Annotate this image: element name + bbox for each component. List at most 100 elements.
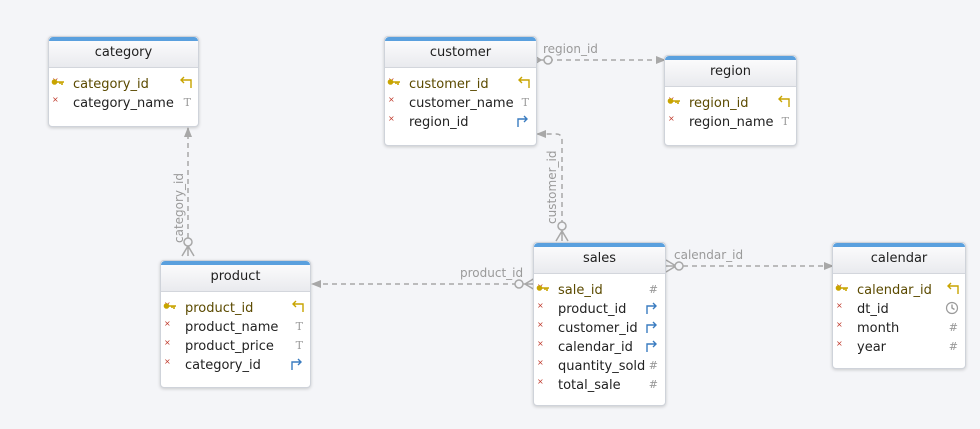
column-name: product_id [185,301,254,316]
optional-circle-customer-region [543,55,553,65]
not-null-mark-icon: × [388,95,395,104]
column-name: product_price [185,339,274,354]
column-name: customer_id [409,77,489,92]
column-list: ×product_id×product_nameT×product_priceT… [161,292,310,375]
column-list: ×region_id× region_name T [665,87,796,132]
primary-key-return-icon [947,282,959,294]
column-row[interactable]: ×month# [833,319,965,338]
column-row[interactable]: × category_id [161,356,310,375]
edge-label-calendar-id: calendar_id [674,248,744,262]
entity-region[interactable]: region ×region_id× region_name T [664,55,797,146]
text-type-icon: T [781,115,789,128]
column-row[interactable]: × total_sale # [534,376,665,395]
entity-title: category [49,37,198,68]
edge-sales-customer [536,130,563,225]
column-row[interactable]: ×quantity_sold# [534,357,665,376]
column-row[interactable]: ×region_id [385,113,536,132]
column-name: year [857,340,887,355]
column-name: product_name [185,320,279,335]
not-null-mark-icon: × [836,339,843,348]
column-name: customer_name [409,96,514,111]
optional-circle-sales-product [514,279,524,289]
not-null-mark-icon: × [836,320,843,329]
entity-title: region [665,56,796,87]
entity-title: customer [385,37,536,68]
optional-circle-product-category [183,237,193,247]
foreign-key-arrow-icon [646,321,657,333]
primary-key-icon [163,303,176,309]
column-row[interactable]: ×calendar_id [534,338,665,357]
primary-key-icon [667,98,680,104]
column-row[interactable]: ×region_id [665,94,796,113]
text-type-icon: T [521,96,529,109]
entity-category[interactable]: category ×category_id× category_name T [48,36,199,127]
column-row[interactable]: × dt_id [833,300,965,319]
not-null-mark-icon: × [537,301,544,310]
entity-product[interactable]: product ×product_id×product_nameT×produc… [160,260,311,388]
edge-label-region-id: region_id [543,42,598,56]
column-name: calendar_id [857,283,932,298]
entity-title: sales [534,243,665,274]
column-name: product_id [558,302,627,317]
column-name: total_sale [558,378,621,393]
entity-title: calendar [833,243,965,274]
not-null-mark-icon: × [537,358,544,367]
column-list: ×customer_id× customer_name T ×region_id [385,68,536,132]
column-name: customer_id [558,321,638,336]
column-row[interactable]: ×calendar_id [833,281,965,300]
not-null-mark-icon: × [164,357,171,366]
crowfoot-sales-customer [555,229,569,242]
not-null-mark-icon: × [537,320,544,329]
entity-sales[interactable]: sales ×sale_id#×product_id×customer_id×c… [533,242,666,406]
not-null-mark-icon: × [164,319,171,328]
entity-title: product [161,261,310,292]
clock-type-icon [945,301,959,315]
primary-key-return-icon [292,300,304,312]
column-row[interactable]: × product_id [534,300,665,319]
number-type-icon: # [648,359,658,372]
text-type-icon: T [295,320,303,333]
edge-label-product-id: product_id [460,266,524,280]
entity-calendar[interactable]: calendar ×calendar_id×dt_id×month#×year# [832,242,966,369]
column-row[interactable]: × year # [833,338,965,357]
primary-key-icon [835,285,848,291]
not-null-mark-icon: × [668,114,675,123]
primary-key-icon [536,285,549,291]
column-name: calendar_id [558,340,633,355]
column-list: ×calendar_id×dt_id×month#×year# [833,274,965,357]
number-type-icon: # [948,321,958,334]
text-type-icon: T [183,96,191,109]
primary-key-return-icon [180,76,192,88]
column-row[interactable]: ×product_id [161,299,310,318]
column-list: ×sale_id#×product_id×customer_id×calenda… [534,274,665,395]
edge-label-category-id: category_id [172,173,186,243]
column-name: category_id [185,358,261,373]
column-row[interactable]: × product_price T [161,337,310,356]
number-type-icon: # [948,340,958,353]
column-row[interactable]: ×category_id [49,75,198,94]
foreign-key-arrow-icon [291,358,302,370]
column-name: dt_id [857,302,889,317]
foreign-key-arrow-icon [646,302,657,314]
column-name: sale_id [558,283,603,298]
not-null-mark-icon: × [52,95,59,104]
foreign-key-arrow-icon [646,340,657,352]
column-row[interactable]: × category_name T [49,94,198,113]
column-row[interactable]: × region_name T [665,113,796,132]
not-null-mark-icon: × [164,338,171,347]
number-type-icon: # [648,283,658,296]
text-type-icon: T [295,339,303,352]
column-row[interactable]: × product_name T [161,318,310,337]
column-row[interactable]: ×customer_id [385,75,536,94]
column-name: region_name [689,115,774,130]
not-null-mark-icon: × [836,301,843,310]
number-type-icon: # [648,378,658,391]
column-row[interactable]: × customer_name T [385,94,536,113]
not-null-mark-icon: × [537,377,544,386]
column-row[interactable]: ×sale_id# [534,281,665,300]
entity-customer[interactable]: customer ×customer_id× customer_name T ×reg… [384,36,537,146]
column-name: category_name [73,96,174,111]
column-row[interactable]: × customer_id [534,319,665,338]
primary-key-return-icon [518,76,530,88]
